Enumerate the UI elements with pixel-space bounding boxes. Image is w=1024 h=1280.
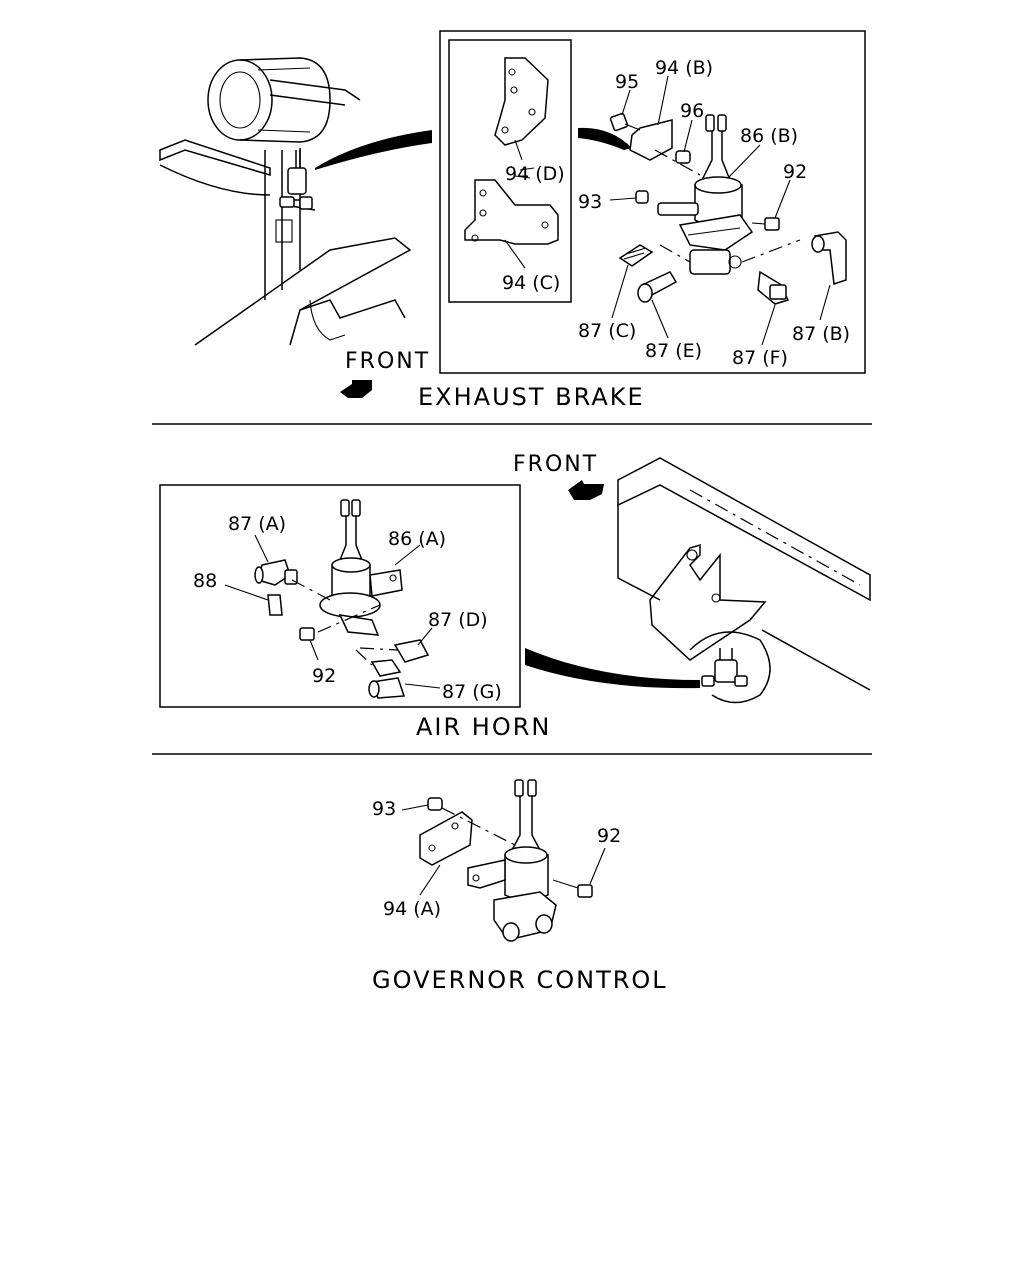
bracket-94a-part (419, 811, 473, 866)
label-92-airhorn: 92 (312, 665, 336, 687)
solenoid-valve-86b-part (657, 176, 754, 251)
bracket-94c-part (464, 179, 559, 245)
screw-95-part (609, 112, 629, 132)
nut-93-part (635, 190, 649, 204)
solenoid-valve-86a-part (319, 557, 403, 636)
governor-control-caption: GOVERNOR CONTROL (372, 966, 668, 994)
exhaust-inset-frame (439, 30, 866, 374)
label-86a: 86 (A) (388, 528, 446, 550)
screw-92-airhorn-part (299, 627, 315, 641)
exhaust-brake-section: FRONT (159, 30, 866, 411)
exhaust-bracket-subframe (448, 39, 572, 303)
fitting-87e-part (637, 271, 678, 303)
label-92-governor: 92 (597, 825, 621, 847)
label-87g: 87 (G) (442, 681, 502, 703)
label-87a: 87 (A) (228, 513, 286, 535)
label-92: 92 (783, 161, 807, 183)
airhorn-front-arrow-icon (568, 480, 604, 500)
screw-92-governor-part (577, 884, 593, 898)
fitting-87b-part (811, 231, 847, 286)
exhaust-brake-caption: EXHAUST BRAKE (418, 383, 645, 411)
label-94b: 94 (B) (655, 57, 713, 79)
exhaust-callout-leader (315, 130, 432, 170)
label-86b: 86 (B) (740, 125, 798, 147)
fitting-87c-part (618, 244, 654, 267)
label-88: 88 (193, 570, 217, 592)
governor-control-section: 93 92 94 (A) GOVERNOR CONTROL (372, 779, 668, 994)
bracket-94b-part (629, 119, 673, 161)
fitting-87f-part (757, 270, 790, 305)
bracket-94d-part (494, 57, 549, 146)
airhorn-frame-illustration (617, 457, 871, 704)
airhorn-inset-frame (159, 484, 521, 708)
label-93: 93 (578, 191, 602, 213)
label-87f: 87 (F) (732, 347, 788, 369)
label-94c: 94 (C) (502, 272, 560, 294)
fitting-87g-part (368, 659, 406, 699)
airhorn-front-label: FRONT (513, 452, 598, 477)
nut-96-part (675, 150, 691, 164)
label-87b: 87 (B) (792, 323, 850, 345)
label-87e: 87 (E) (645, 340, 702, 362)
airhorn-callout-leader (525, 648, 700, 689)
inset-callout-arrow (578, 127, 632, 150)
label-95: 95 (615, 71, 639, 93)
air-horn-section: FRONT (159, 452, 871, 741)
label-87d: 87 (D) (428, 609, 488, 631)
exhaust-frame-illustration (159, 57, 432, 346)
plug-88-part (267, 594, 283, 616)
label-94d: 94 (D) (505, 163, 565, 185)
fitting-87d-part (393, 639, 430, 663)
nut-93-governor-part (427, 797, 443, 811)
exhaust-front-label: FRONT (345, 349, 430, 374)
label-87c: 87 (C) (578, 320, 636, 342)
label-94a: 94 (A) (383, 898, 441, 920)
governor-valve-part (467, 846, 557, 942)
exhaust-front-arrow-icon (340, 380, 372, 398)
label-96: 96 (680, 100, 704, 122)
label-93-governor: 93 (372, 798, 396, 820)
fitting-87a-part (254, 559, 298, 586)
air-horn-caption: AIR HORN (416, 713, 551, 741)
screw-92-part (764, 217, 780, 231)
